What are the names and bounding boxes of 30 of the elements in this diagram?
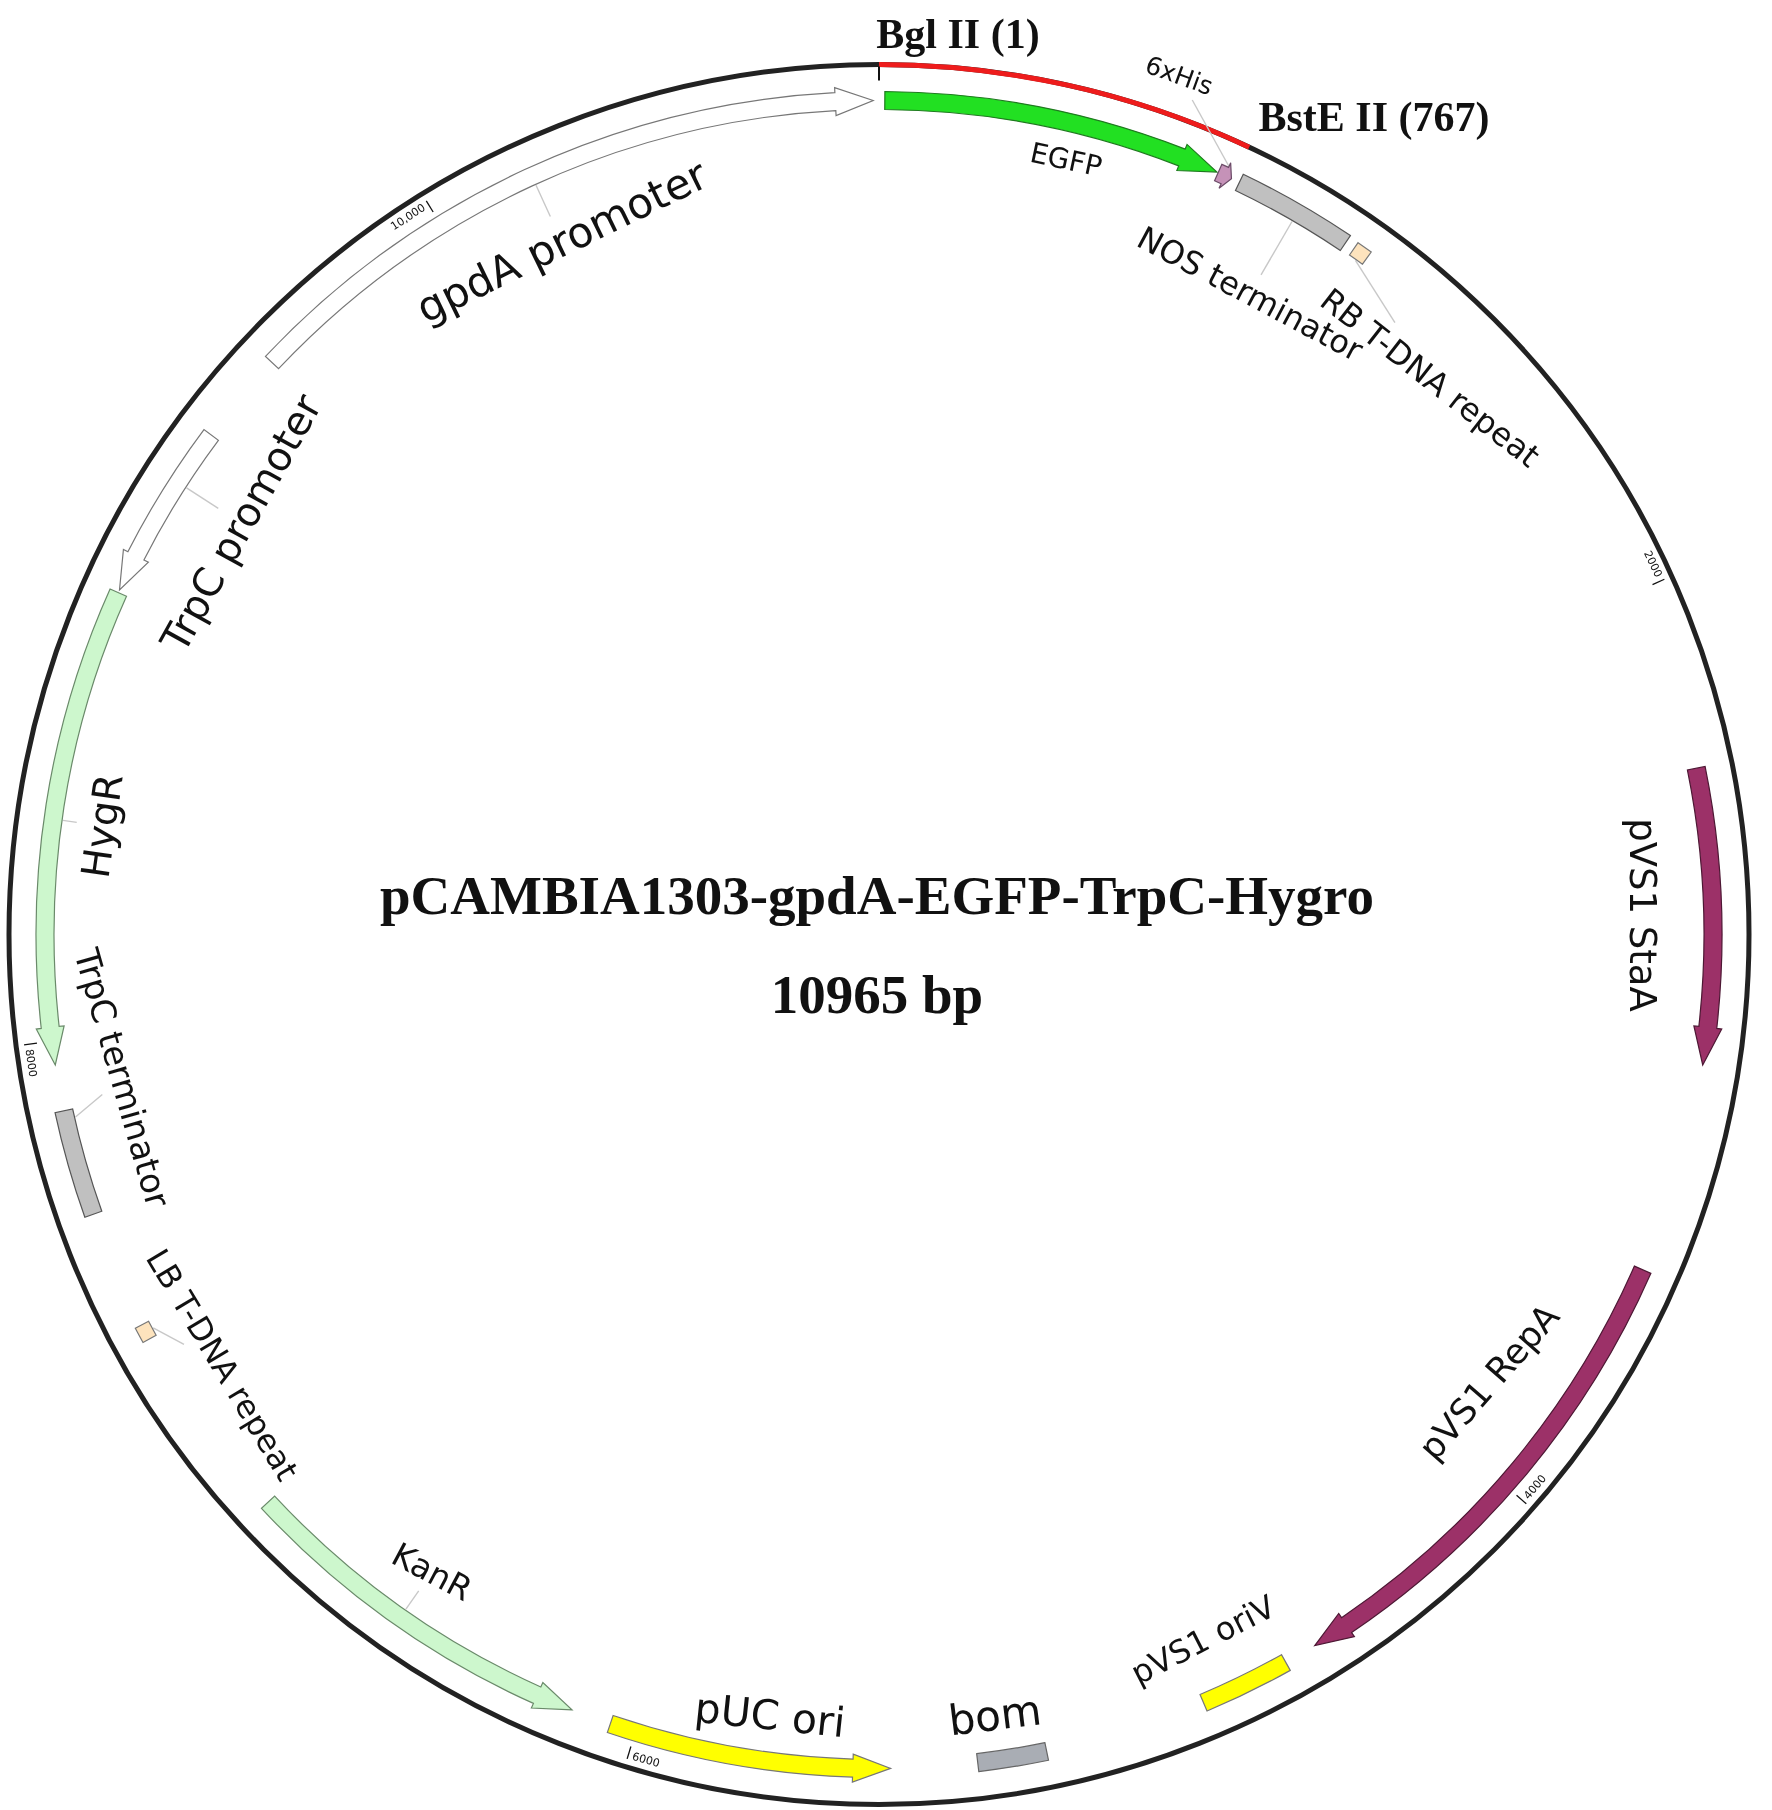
scale-label: 6000 bbox=[631, 1751, 662, 1770]
feature-arc bbox=[1314, 1265, 1652, 1647]
leader-line bbox=[185, 487, 219, 510]
feature-box bbox=[134, 1320, 157, 1344]
plasmid-size-label: 10965 bp bbox=[770, 963, 984, 1027]
leader-line bbox=[74, 1093, 103, 1118]
leader-line bbox=[152, 1327, 185, 1346]
feature-label: pUC ori bbox=[692, 1683, 848, 1749]
restriction-site-label: BstE II (767) bbox=[1258, 92, 1490, 142]
leader-line bbox=[405, 1590, 420, 1610]
feature-box bbox=[1348, 242, 1372, 265]
scale-label: 8000 bbox=[23, 1048, 39, 1078]
plasmid-title: pCAMBIA1303-gpdA-EGFP-TrpC-Hygro bbox=[379, 864, 1375, 928]
feature-label: bom bbox=[945, 1685, 1045, 1747]
leader-line bbox=[1191, 99, 1230, 168]
feature-label: pVS1 StaA bbox=[1620, 818, 1665, 1012]
feature-label: 6xHis bbox=[1141, 50, 1217, 102]
feature-arc bbox=[1213, 162, 1233, 189]
feature-bar bbox=[1234, 173, 1351, 252]
feature-label: EGFP bbox=[1027, 136, 1105, 184]
scale-label: 2000 bbox=[1641, 548, 1664, 579]
feature-label: HygR bbox=[72, 771, 134, 881]
feature-arc bbox=[260, 1495, 573, 1711]
feature-arc bbox=[1686, 765, 1723, 1066]
leader-line bbox=[62, 819, 78, 824]
restriction-site-label: Bgl II (1) bbox=[876, 9, 1040, 59]
feature-arc bbox=[264, 87, 874, 370]
leader-line bbox=[535, 184, 552, 218]
feature-bar bbox=[976, 1742, 1050, 1773]
leader-line bbox=[1260, 220, 1293, 276]
